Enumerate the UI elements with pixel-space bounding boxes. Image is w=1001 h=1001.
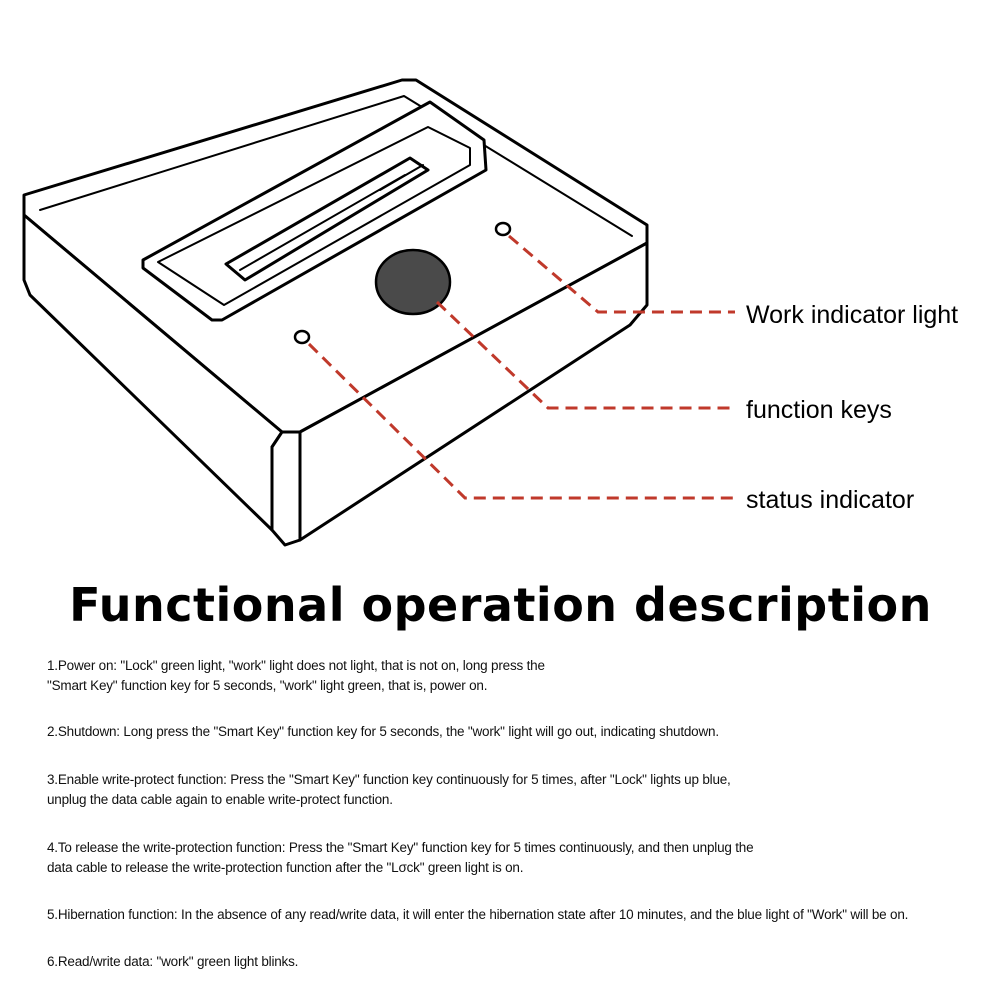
step-line: 1.Power on: "Lock" green light, "work" l… — [47, 658, 545, 673]
step-hibernation: 5.Hibernation function: In the absence o… — [47, 905, 977, 925]
step-enable-write-protect: 3.Enable write-protect function: Press t… — [47, 770, 977, 810]
step-line: data cable to release the write-protecti… — [47, 860, 524, 875]
function-key-button[interactable] — [374, 248, 452, 316]
step-line: "Smart Key" function key for 5 seconds, … — [47, 678, 488, 693]
step-line: unplug the data cable again to enable wr… — [47, 792, 393, 807]
device-illustration — [22, 78, 649, 547]
device-top-bevel — [39, 95, 633, 237]
step-line: 2.Shutdown: Long press the "Smart Key" f… — [47, 724, 719, 739]
function-keys-label: function keys — [746, 396, 892, 424]
device-diagram: Work indicator light function keys statu… — [22, 78, 958, 547]
step-read-write: 6.Read/write data: "work" green light bl… — [47, 952, 977, 972]
step-release-write-protect: 4.To release the write-protection functi… — [47, 838, 977, 878]
dock-slot-inner — [157, 126, 471, 306]
status-indicator-leader-line — [307, 342, 735, 500]
status-indicator-light — [293, 329, 311, 345]
work-indicator-light — [494, 221, 512, 237]
work-indicator-leader-line — [508, 234, 735, 314]
status-indicator-label: status indicator — [746, 486, 914, 514]
step-line: 3.Enable write-protect function: Press t… — [47, 772, 731, 787]
page-title: Functional operation description — [69, 578, 932, 632]
dock-connector-pins — [239, 164, 424, 271]
device-corner-face — [270, 430, 302, 547]
step-line: 5.Hibernation function: In the absence o… — [47, 907, 909, 922]
step-line: 4.To release the write-protection functi… — [47, 840, 754, 855]
work-indicator-label: Work indicator light — [746, 301, 958, 329]
function-keys-leader-line — [435, 300, 735, 410]
step-line: 6.Read/write data: "work" green light bl… — [47, 954, 299, 969]
step-power-on: 1.Power on: "Lock" green light, "work" l… — [47, 656, 977, 696]
step-shutdown: 2.Shutdown: Long press the "Smart Key" f… — [47, 722, 977, 742]
